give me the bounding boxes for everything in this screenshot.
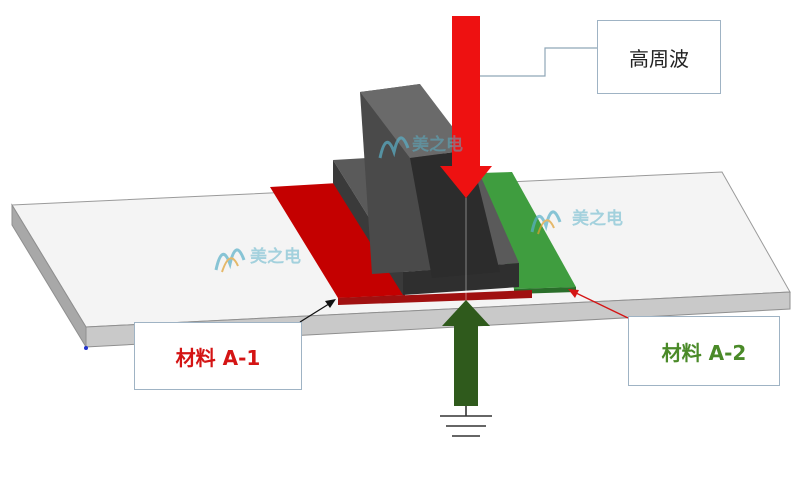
watermark-logo-left: 美之电 bbox=[214, 246, 301, 273]
ground-arrow-head bbox=[442, 300, 490, 326]
electrode-body-top bbox=[360, 84, 470, 158]
weld-seam bbox=[338, 290, 532, 305]
rf-callout: 高周波 bbox=[597, 20, 721, 94]
watermark-logo-right: 美之电 bbox=[530, 208, 623, 235]
origin-marker bbox=[84, 346, 88, 350]
material-a2-callout: 材料 A-2 bbox=[628, 316, 780, 386]
ground-arrow-shaft bbox=[454, 326, 478, 406]
rf-leader-line bbox=[480, 47, 597, 77]
watermark-text-right: 美之电 bbox=[572, 208, 623, 229]
rf-arrow-shaft bbox=[452, 16, 480, 166]
material-a2-label: 材料 A-2 bbox=[661, 340, 747, 365]
rf-arrow-head bbox=[440, 166, 492, 198]
watermark-text-left: 美之电 bbox=[250, 246, 301, 267]
material-a1-callout: 材料 A-1 bbox=[134, 322, 302, 390]
ground-symbol-icon bbox=[440, 406, 492, 437]
a1-pointer-arrow bbox=[299, 299, 336, 323]
watermark-logo-center: 美之电 bbox=[378, 134, 463, 159]
ground-arrow bbox=[442, 300, 490, 406]
rf-arrow bbox=[440, 16, 492, 198]
a2-pointer-arrow bbox=[568, 289, 629, 319]
material-a2-top bbox=[480, 172, 576, 289]
watermark-text-center: 美之电 bbox=[412, 134, 463, 155]
material-a1-top bbox=[270, 183, 405, 298]
rf-label: 高周波 bbox=[629, 46, 689, 71]
material-a1-label: 材料 A-1 bbox=[175, 345, 261, 370]
